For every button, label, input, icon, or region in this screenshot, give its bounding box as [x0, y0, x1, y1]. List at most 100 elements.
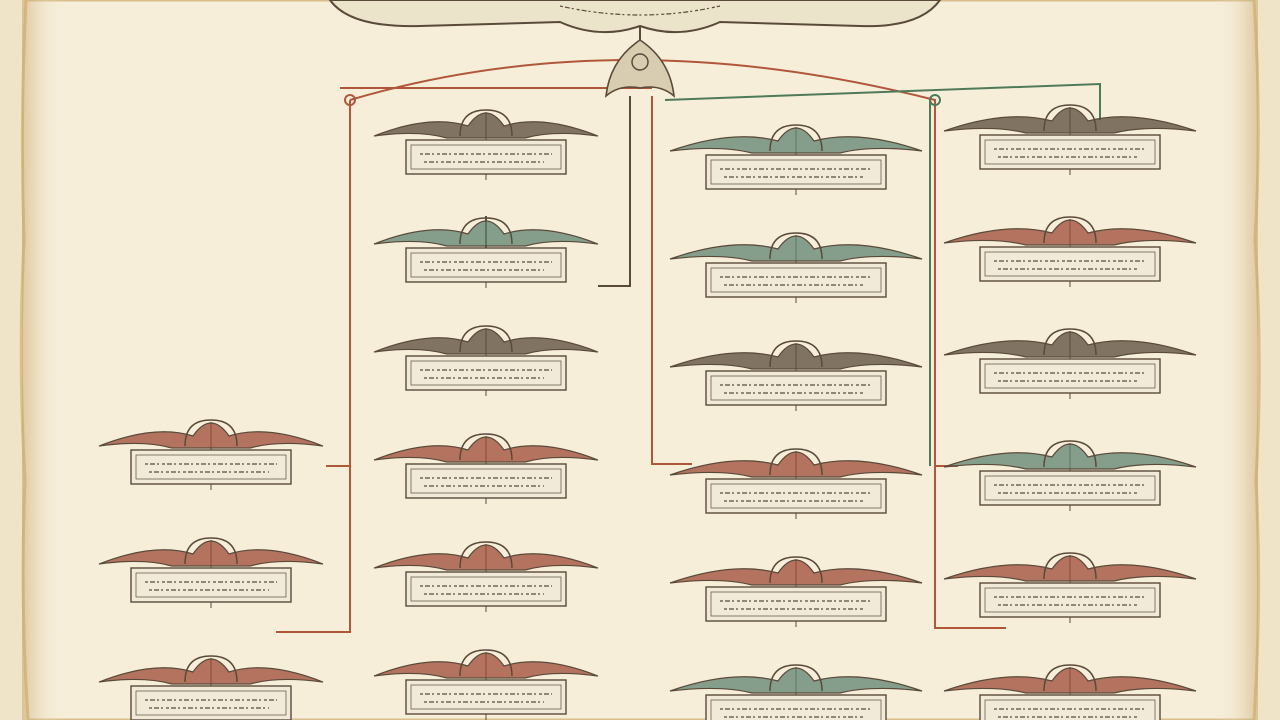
node-crest-arch — [1043, 552, 1097, 580]
node-crest — [373, 436, 599, 463]
node-crest — [98, 540, 324, 567]
node-crest — [98, 658, 324, 685]
node-crest-arch — [769, 232, 823, 260]
node-plaque — [130, 567, 292, 603]
node-crest — [669, 667, 923, 694]
tree-node — [98, 655, 324, 720]
node-crest-arch — [459, 217, 513, 245]
tree-node — [373, 433, 599, 504]
node-crest — [943, 331, 1197, 358]
node-crest — [373, 544, 599, 571]
node-plaque-inner — [984, 251, 1156, 277]
tree-node — [669, 664, 923, 720]
node-plaque — [705, 154, 887, 190]
connector-knot-right — [929, 94, 941, 106]
tree-node — [373, 649, 599, 720]
column-2 — [373, 109, 599, 720]
node-crest — [669, 343, 923, 370]
parchment-edge-left — [22, 0, 62, 720]
tree-node — [373, 109, 599, 180]
tree-node — [373, 541, 599, 612]
center-ornament — [604, 39, 676, 98]
connector-knot-left — [344, 94, 356, 106]
node-crest — [373, 652, 599, 679]
node-plaque — [405, 463, 567, 499]
node-plaque — [979, 358, 1161, 394]
connector-center-right — [340, 87, 692, 465]
column-4 — [943, 104, 1197, 720]
node-crest-arch — [769, 124, 823, 152]
tree-node — [98, 537, 324, 608]
node-crest-arch — [459, 649, 513, 677]
node-plaque-inner — [135, 572, 287, 598]
node-crest-arch — [1043, 104, 1097, 132]
node-plaque — [979, 134, 1161, 170]
tree-node — [669, 124, 923, 195]
node-crest — [373, 328, 599, 355]
node-crest — [943, 555, 1197, 582]
node-crest-arch — [1043, 328, 1097, 356]
node-crest-arch — [459, 433, 513, 461]
node-crest-arch — [184, 419, 238, 447]
node-plaque-inner — [710, 375, 882, 401]
node-plaque — [705, 586, 887, 622]
node-crest-arch — [1043, 664, 1097, 692]
node-crest-arch — [1043, 440, 1097, 468]
node-plaque-inner — [410, 360, 562, 386]
node-crest — [669, 451, 923, 478]
tree-node — [943, 104, 1197, 175]
title-banner-script — [559, 5, 721, 16]
node-crest-arch — [459, 325, 513, 353]
node-crest-arch — [459, 109, 513, 137]
node-plaque — [405, 355, 567, 391]
node-plaque-inner — [710, 267, 882, 293]
node-plaque — [979, 582, 1161, 618]
node-plaque-inner — [710, 483, 882, 509]
node-plaque-inner — [984, 587, 1156, 613]
parchment-edge-right — [1218, 0, 1258, 720]
node-crest-arch — [769, 664, 823, 692]
node-plaque-inner — [410, 576, 562, 602]
node-plaque-inner — [710, 699, 882, 720]
node-plaque-inner — [710, 591, 882, 617]
node-crest-arch — [184, 537, 238, 565]
node-plaque-inner — [710, 159, 882, 185]
node-plaque — [705, 370, 887, 406]
node-plaque-inner — [984, 363, 1156, 389]
tree-node — [669, 556, 923, 627]
node-crest — [943, 443, 1197, 470]
tree-node — [943, 552, 1197, 623]
node-plaque — [979, 470, 1161, 506]
center-ornament-ring — [631, 53, 649, 71]
node-crest — [943, 107, 1197, 134]
node-crest — [98, 422, 324, 449]
tree-node — [373, 325, 599, 396]
node-plaque — [405, 247, 567, 283]
node-crest — [943, 667, 1197, 694]
node-plaque-inner — [135, 690, 287, 716]
node-plaque-inner — [410, 144, 562, 170]
tree-node — [373, 217, 599, 288]
tree-node — [943, 440, 1197, 511]
node-plaque-inner — [410, 468, 562, 494]
node-crest — [373, 112, 599, 139]
node-plaque — [705, 262, 887, 298]
column-3 — [669, 124, 923, 720]
node-crest — [943, 219, 1197, 246]
node-plaque-inner — [984, 699, 1156, 720]
node-plaque-inner — [984, 475, 1156, 501]
node-crest-arch — [459, 541, 513, 569]
tree-node — [943, 216, 1197, 287]
node-crest-arch — [1043, 216, 1097, 244]
node-crest-arch — [184, 655, 238, 683]
node-plaque — [705, 694, 887, 720]
node-plaque — [130, 449, 292, 485]
connector-right-branch — [664, 82, 1101, 466]
node-crest — [669, 235, 923, 262]
tree-node — [669, 232, 923, 303]
node-plaque — [130, 685, 292, 720]
node-crest — [669, 127, 923, 154]
tree-node — [669, 448, 923, 519]
node-plaque — [405, 679, 567, 715]
